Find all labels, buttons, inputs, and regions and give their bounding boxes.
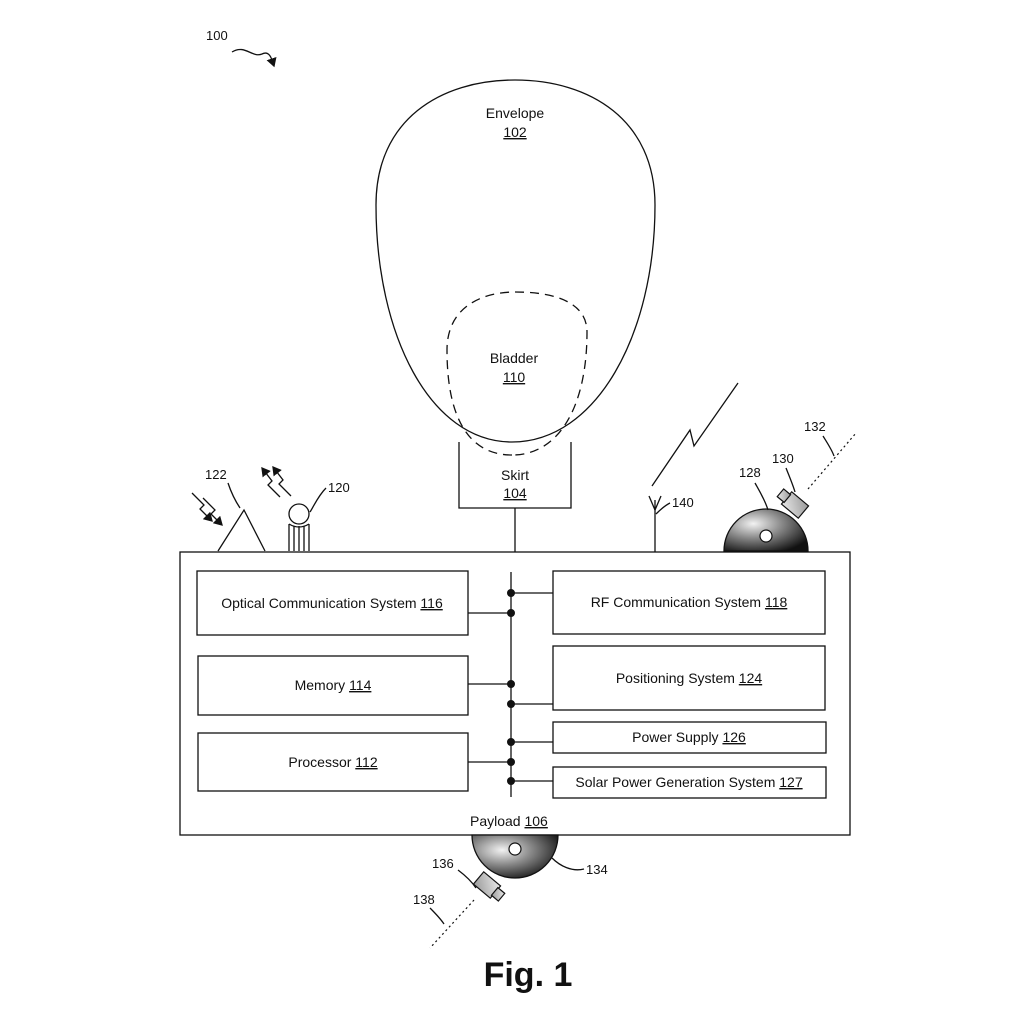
callout-130: 130 — [772, 451, 794, 466]
incoming-light-arrows — [191, 492, 223, 526]
callout-120-leader — [309, 487, 327, 513]
skirt-label: Skirt — [501, 467, 529, 483]
rf-communication-system-label: RF Communication System 118 — [591, 594, 788, 610]
optical-receiver-triangle — [217, 508, 266, 552]
memory-box — [197, 655, 469, 716]
envelope-shape — [375, 79, 656, 443]
callout-122-leader — [227, 482, 241, 509]
bottom-optical-head — [471, 834, 559, 902]
callout-132-leader — [822, 435, 835, 457]
figure-ref-arrow — [231, 48, 277, 68]
callout-130-leader — [785, 467, 796, 493]
bladder-label: Bladder — [490, 350, 539, 366]
callout-122: 122 — [205, 467, 227, 482]
callout-132: 132 — [804, 419, 826, 434]
callout-134: 134 — [586, 862, 608, 877]
callout-128-leader — [754, 482, 769, 511]
callout-120: 120 — [328, 480, 350, 495]
skirt-ref: 104 — [503, 485, 527, 501]
bladder-ref: 110 — [503, 369, 526, 385]
bus-junction-dots — [507, 589, 515, 785]
callout-128: 128 — [739, 465, 761, 480]
processor-box — [197, 732, 469, 792]
optical-transmitter-bulb — [288, 503, 310, 525]
callout-134-leader — [551, 857, 585, 871]
callout-138-leader — [429, 907, 445, 925]
positioning-system-label: Positioning System 124 — [616, 670, 763, 686]
figure-ref-label: 100 — [206, 28, 228, 43]
envelope-ref: 102 — [503, 124, 527, 140]
payload-label: Payload 106 — [470, 813, 548, 829]
optical-transmitter-base — [288, 523, 310, 551]
positioning-system-box — [552, 645, 826, 711]
bottom-beam-axis — [429, 899, 475, 949]
optical-communication-system-label: Optical Communication System 116 — [221, 595, 443, 611]
rf-antenna — [648, 495, 662, 552]
power-supply-label: Power Supply 126 — [632, 729, 746, 745]
solar-power-generation-system-label: Solar Power Generation System 127 — [575, 774, 802, 790]
figure-caption: Fig. 1 — [484, 956, 573, 994]
callout-140-leader — [655, 502, 671, 515]
bladder-shape — [446, 291, 588, 456]
envelope-label: Envelope — [486, 105, 545, 121]
rf-signal-lightning — [651, 382, 739, 487]
rf-communication-system-box — [552, 570, 826, 635]
processor-label: Processor 112 — [288, 754, 377, 770]
power-supply-box — [552, 721, 827, 754]
top-beam-axis — [807, 432, 857, 490]
optical-communication-system-box — [196, 570, 469, 636]
callout-136-leader — [457, 869, 477, 889]
outgoing-light-arrows — [261, 465, 292, 498]
callout-136: 136 — [432, 856, 454, 871]
solar-power-generation-system-box — [552, 766, 827, 799]
callout-138: 138 — [413, 892, 435, 907]
top-optical-head — [723, 488, 810, 552]
bus-connectors — [468, 592, 553, 782]
callout-140: 140 — [672, 495, 694, 510]
memory-label: Memory 114 — [295, 677, 372, 693]
